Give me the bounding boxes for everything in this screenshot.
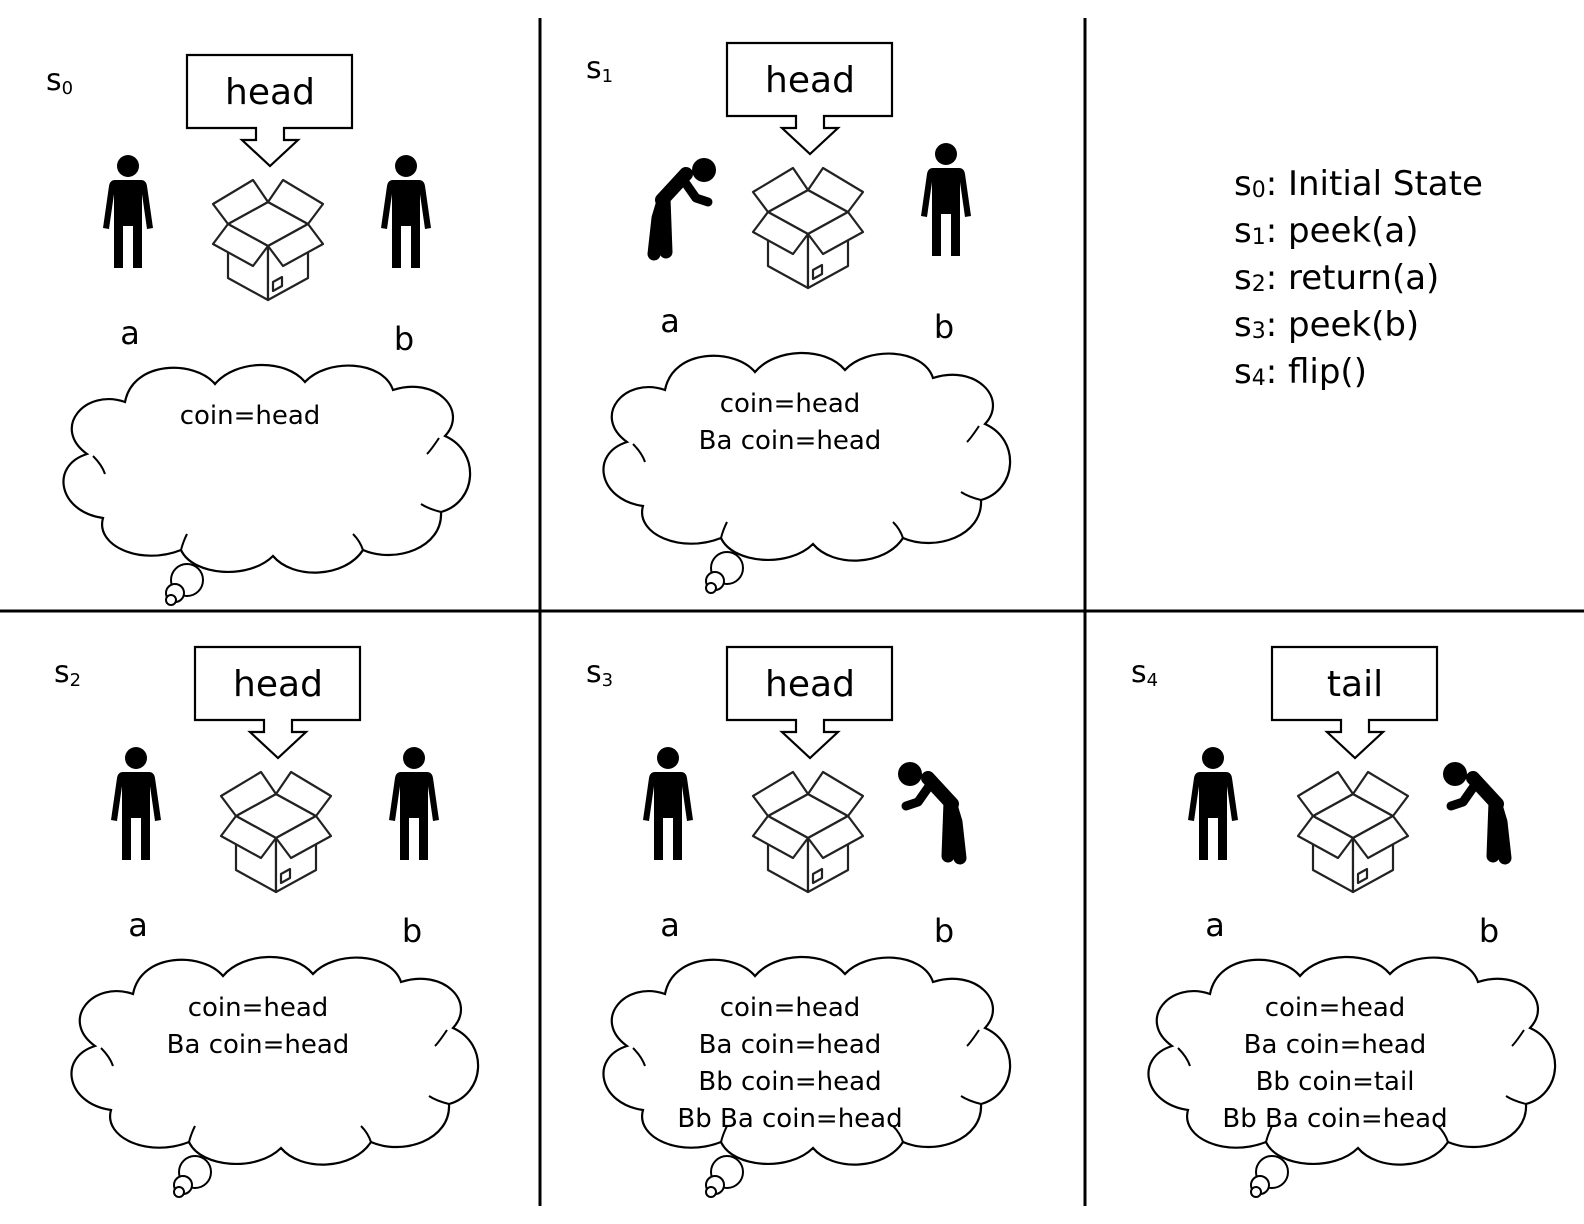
state-subscript: 2 (70, 670, 81, 691)
state-subscript: 1 (602, 66, 613, 87)
legend-text: : peek(a) (1266, 211, 1419, 251)
state-subscript: 3 (602, 670, 613, 691)
person-icon-b (381, 155, 431, 268)
state-label: s1 (586, 51, 613, 87)
state-panels: s0 head a b coin=head s1 head a b coin=head Ba coi… (46, 41, 1557, 1198)
thought-bubble-icon: coin=head Ba coin=head Bb coin=head Bb Ba c… (602, 955, 1012, 1198)
belief-line: coin=head (720, 993, 861, 1023)
legend-text: : peek(b) (1266, 305, 1419, 345)
person-icon-a (643, 747, 693, 860)
legend-text: : Initial State (1266, 164, 1483, 204)
person-icon-a (111, 747, 161, 860)
thought-bubble-icon: coin=head Ba coin=head (70, 955, 480, 1198)
open-box-icon (1296, 770, 1410, 894)
legend-item: s2: return(a) (1234, 258, 1439, 298)
state-panel: s4 tail a b coin=head Ba coin=head Bb coin=tai… (1131, 645, 1557, 1198)
agent-label-a: a (128, 906, 148, 944)
agent-label-b: b (394, 320, 414, 358)
person-icon-b (898, 762, 967, 865)
open-box-icon (211, 178, 325, 302)
open-box-icon (751, 166, 865, 290)
belief-line: coin=head (180, 401, 321, 431)
coin-value-callout: tail (1270, 645, 1439, 760)
state-panel: s2 head a b coin=head Ba coin=head (54, 645, 480, 1198)
belief-line: coin=head (720, 389, 861, 419)
legend-item: s3: peek(b) (1234, 305, 1419, 345)
coin-value-text: head (765, 664, 855, 705)
legend-subscript: 2 (1252, 272, 1266, 297)
open-box-icon (751, 770, 865, 894)
legend-subscript: 0 (1252, 178, 1266, 203)
thought-bubble-icon: coin=head Ba coin=head Bb coin=tail Bb Ba c… (1147, 955, 1557, 1198)
person-icon-a (1188, 747, 1238, 860)
open-box-icon (219, 770, 333, 894)
belief-line: Ba coin=head (167, 1030, 350, 1060)
belief-line: Bb coin=tail (1256, 1067, 1415, 1097)
agent-label-a: a (1205, 906, 1225, 944)
legend-item: s1: peek(a) (1234, 211, 1418, 251)
agent-label-a: a (660, 906, 680, 944)
coin-value-text: head (765, 60, 855, 101)
belief-line: coin=head (188, 993, 329, 1023)
person-icon-a (647, 158, 716, 261)
belief-line: Ba coin=head (699, 426, 882, 456)
agent-label-b: b (402, 912, 422, 950)
state-panel: s0 head a b coin=head (46, 53, 472, 606)
coin-value-callout: head (193, 645, 362, 760)
legend-item: s0: Initial State (1234, 164, 1483, 204)
coin-value-callout: head (725, 645, 894, 760)
agent-label-b: b (934, 912, 954, 950)
legend: s0: Initial State s1: peek(a) s2: return(a… (1234, 164, 1483, 392)
state-label: s3 (586, 655, 613, 691)
coin-value-text: head (233, 664, 323, 705)
state-panel: s1 head a b coin=head Ba coin=head (586, 41, 1012, 594)
state-label: s0 (46, 63, 73, 99)
grid-lines (0, 18, 1584, 1206)
belief-line: Bb Ba coin=head (677, 1104, 902, 1134)
belief-line: Bb Ba coin=head (1222, 1104, 1447, 1134)
coin-value-callout: head (725, 41, 894, 156)
thought-bubble-icon: coin=head (62, 363, 472, 606)
coin-value-callout: head (185, 53, 354, 168)
agent-label-b: b (1479, 912, 1499, 950)
state-label: s2 (54, 655, 81, 691)
state-subscript: 4 (1147, 670, 1158, 691)
person-icon-b (921, 143, 971, 256)
person-icon-a (103, 155, 153, 268)
belief-line: coin=head (1265, 993, 1406, 1023)
state-subscript: 0 (62, 78, 73, 99)
agent-label-a: a (120, 314, 140, 352)
coin-value-text: head (225, 72, 315, 113)
person-icon-b (1443, 762, 1512, 865)
legend-subscript: 3 (1252, 319, 1266, 344)
legend-text: : return(a) (1266, 258, 1440, 298)
legend-subscript: 4 (1252, 366, 1266, 391)
agent-label-b: b (934, 308, 954, 346)
belief-line: Ba coin=head (699, 1030, 882, 1060)
state-panel: s3 head a b coin=head Ba coin=head Bb coin=hea… (586, 645, 1012, 1198)
legend-item: s4: flip() (1234, 352, 1367, 392)
thought-bubble-icon: coin=head Ba coin=head (602, 351, 1012, 594)
belief-line: Ba coin=head (1244, 1030, 1427, 1060)
person-icon-b (389, 747, 439, 860)
state-label: s4 (1131, 655, 1158, 691)
legend-text: : flip() (1266, 352, 1367, 392)
agent-label-a: a (660, 302, 680, 340)
legend-subscript: 1 (1252, 225, 1266, 250)
coin-value-text: tail (1327, 664, 1383, 705)
belief-line: Bb coin=head (698, 1067, 881, 1097)
